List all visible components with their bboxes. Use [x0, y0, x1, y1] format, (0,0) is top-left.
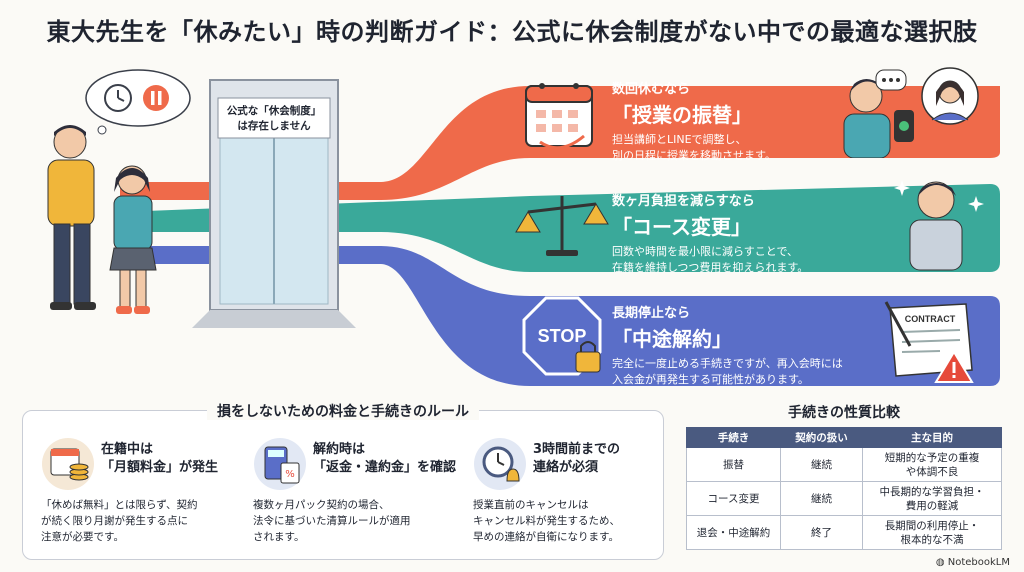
rules-panel: 損をしないための料金と手続きのルール 在籍中は 「月額料金」が発生 「休めば無料… [22, 404, 664, 560]
sparkle-icon [968, 196, 984, 212]
thought-bubble [85, 69, 191, 135]
pause-icon [143, 85, 169, 111]
lock-icon [575, 341, 601, 373]
stop-sign-icon: STOP [522, 296, 602, 376]
table-header-row: 手続き 契約の扱い 主な目的 [686, 427, 1002, 448]
student-figure [843, 79, 891, 158]
option-reschedule: 数回休むなら 「授業の振替」 担当講師とLINEで調整し、 別の日程に授業を移動… [612, 82, 776, 162]
brand-logo: ◍ NotebookLM [935, 557, 1010, 568]
page-title: 東大先生を「休みたい」時の判断ガイド：公式に休会制度がない中での最適な選択肢 [46, 18, 978, 46]
pen-icon [884, 301, 912, 347]
comparison-table: 手続き 契約の扱い 主な目的 振替 継続 短期的な予定の重複 や体調不良 コース… [686, 427, 1002, 550]
parent-child-illustration [47, 125, 157, 314]
sparkle-icon [894, 180, 910, 196]
table-cell: 継続 [780, 447, 863, 482]
table-cell: 退会・中途解約 [686, 515, 781, 550]
student-phone-illustration [843, 67, 979, 158]
option-course-change: 数ヶ月負担を減らすなら 「コース変更」 回数や時間を最小限に減らすことで、 在籍… [612, 194, 809, 274]
table-header: 主な目的 [862, 427, 1002, 448]
speech-bubble-icon [875, 69, 907, 91]
child-figure [109, 165, 157, 314]
comparison-title: 手続きの性質比較 [788, 405, 900, 421]
contract-icon: CONTRACT [884, 301, 974, 383]
table-cell: 短期的な予定の重複 や体調不良 [862, 447, 1002, 482]
ribbon-course-change [120, 184, 1000, 272]
table-row: コース変更 継続 中長期的な学習負担・ 費用の軽減 [686, 481, 1002, 516]
svg-text:%: % [285, 469, 295, 480]
rules-title: 損をしないための料金と手続きのルール [207, 404, 479, 420]
teacher-avatar [921, 67, 979, 125]
father-figure [47, 125, 96, 310]
option-cancel: 長期停止なら 「中途解約」 完全に一度止める手続きですが、再入会時には 入会金が… [612, 306, 843, 386]
notebook-icon: ◍ [935, 557, 948, 568]
table-header: 手続き [686, 427, 781, 448]
contract-label: CONTRACT [905, 314, 956, 324]
clock-bell-icon [474, 438, 526, 490]
calendar-coins-icon [42, 438, 94, 490]
scale-icon [515, 196, 609, 256]
phone-icon [894, 110, 914, 142]
table-cell: 長期間の利用停止・ 根本的な不満 [862, 515, 1002, 550]
calculator-icon: % [254, 438, 306, 490]
table-cell: 中長期的な学習負担・ 費用の軽減 [862, 481, 1002, 516]
clock-icon [104, 84, 132, 112]
table-cell: 終了 [780, 515, 863, 550]
table-cell: 継続 [780, 481, 863, 516]
calendar-icon [525, 83, 593, 150]
door-icon [192, 79, 356, 328]
door-label: 公式な「休会制度」 は存在しません [226, 105, 322, 132]
table-cell: 振替 [686, 447, 781, 482]
table-row: 退会・中途解約 終了 長期間の利用停止・ 根本的な不満 [686, 515, 1002, 550]
stop-sign-text: STOP [538, 326, 587, 346]
warning-icon [934, 350, 974, 383]
relieved-student-illustration [894, 180, 984, 271]
table-cell: コース変更 [686, 481, 781, 516]
table-header: 契約の扱い [780, 427, 863, 448]
table-row: 振替 継続 短期的な予定の重複 や体調不良 [686, 447, 1002, 482]
